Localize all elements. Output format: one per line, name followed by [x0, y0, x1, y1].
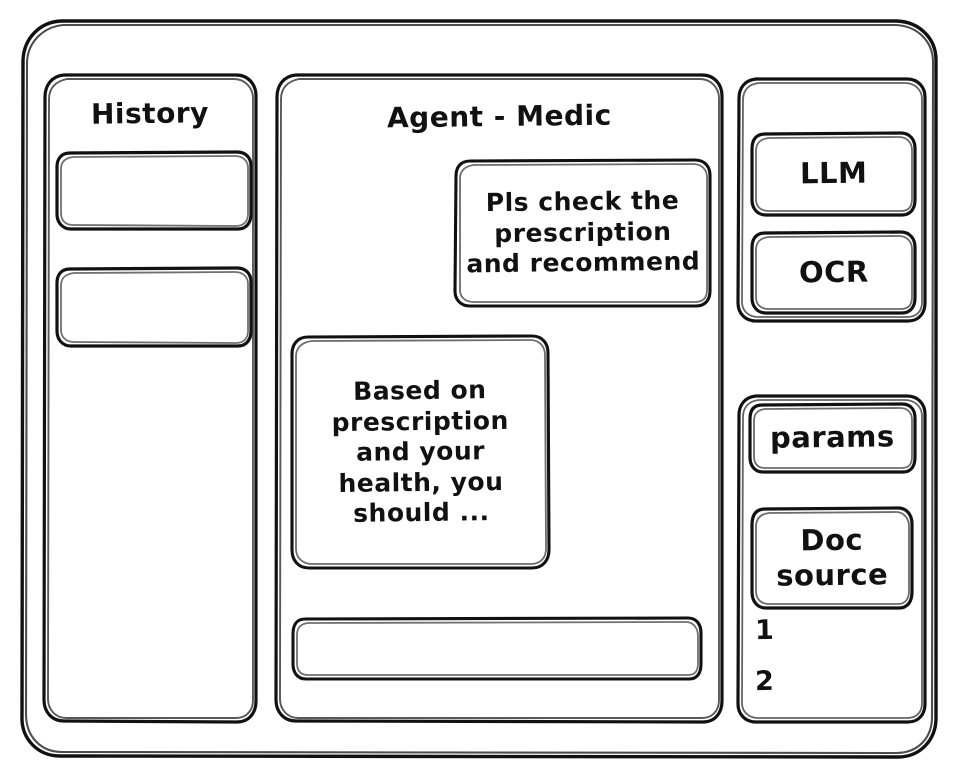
doc-source-button[interactable]: Doc source [752, 508, 912, 608]
params-button-label: params [769, 419, 895, 456]
llm-button-label: LLM [799, 155, 868, 191]
history-title-label: History [90, 96, 210, 131]
history-list-item[interactable] [57, 152, 251, 229]
user-message-text: Pls check the prescription and recommend [465, 186, 700, 279]
ocr-button-label: OCR [798, 254, 869, 290]
doc-source-list-item[interactable]: 1 [755, 614, 815, 648]
doc-source-list-item[interactable]: 2 [755, 664, 815, 700]
history-panel-title: History [44, 94, 256, 134]
chat-panel-title: Agent - Medic [276, 96, 722, 138]
agent-message-text: Based on prescription and your health, y… [331, 374, 509, 528]
agent-name-label: Agent - Medic [386, 98, 612, 135]
history-list-item[interactable] [57, 268, 251, 346]
doc-source-item-label: 1 [754, 614, 775, 646]
doc-source-button-label: Doc source [776, 522, 889, 593]
ocr-button[interactable]: OCR [752, 232, 915, 313]
doc-source-item-label: 2 [754, 665, 775, 697]
params-button[interactable]: params [749, 404, 915, 472]
agent-message-bubble: Based on prescription and your health, y… [292, 336, 549, 568]
llm-button[interactable]: LLM [752, 133, 915, 215]
user-message-bubble: Pls check the prescription and recommend [455, 160, 710, 306]
message-composer-input[interactable] [293, 618, 701, 679]
